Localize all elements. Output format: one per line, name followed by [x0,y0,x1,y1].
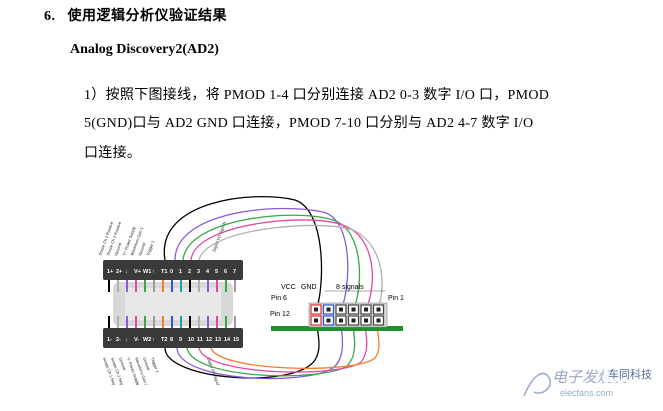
ad2-bottom-pin-label: W2 [143,337,151,343]
ad2-bottom-pin-label: T2 [161,337,167,343]
pmod-header: VCC GND 8 signals Pin 6 Pin 1 Pin 12 [270,284,404,331]
ad2-bottom-pin-label: ↓ [125,337,128,343]
section-number: 6. [44,9,56,24]
pmod-pin-contact [364,318,368,323]
pmod-pin-contact [376,307,381,312]
vcc-label: VCC [281,284,296,291]
pmod-pin-contact [351,307,356,312]
ad2-bottom-pin-label: 1- [107,337,112,343]
ad2-bottom-pin-label: 14 [224,337,231,343]
ad2-top-pin-label: ↑ [152,269,155,275]
ad2-top-pin-label: 3 [197,269,200,275]
svg-text:Ground: Ground [142,357,151,371]
pmod-pin-contact [364,307,368,312]
paragraph-line-1: 1）按照下图接线，将 PMOD 1-4 口分别连接 AD2 0-3 数字 I/O… [84,88,550,103]
pin1-label: Pin 1 [388,295,404,302]
watermark-logo-icon [523,372,551,397]
pmod-pin-contact [314,307,318,312]
pmod-pin-contact [339,307,343,312]
pin-stubs [108,280,236,328]
ad2-top-pin-label: T1 [161,269,167,275]
pmod-pin-contact [376,318,381,323]
ad2-bottom-pin-label: ↑ [152,337,155,343]
gnd-label: GND [301,284,317,291]
ad2-bottom-pin-label: V- [134,337,139,343]
ad2-bottom-pin-label: 9 [179,337,182,343]
section-title: 使用逻辑分析仪验证结果 [67,9,227,24]
ad2-bottom-pin-label: 10 [188,337,194,343]
pmod-pin-contact [326,318,331,323]
ad2-top-pin-label: 2+ [116,269,122,275]
pmod-pin-contact [314,318,318,323]
ad2-top-pin-label: 0 [170,269,173,275]
ad2-top-pin-label: 2 [188,269,191,275]
ad2-bottom-pin-label: 2- [116,337,121,343]
ad2-bottom-pin-label: 13 [215,337,221,343]
ad2-top-pin-label: 5 [215,269,218,275]
loop-wires [163,195,383,380]
ad2-bottom-pin-label: 8 [170,337,173,343]
svg-text:Ground: Ground [137,242,146,256]
ad2-top-pin-label: 7 [233,269,236,275]
ad2-top-pin-label: W1 [143,269,151,275]
signals-label: 8 signals [336,284,364,291]
ad2-top-pin-label: ↓ [125,269,128,275]
paragraph-line-3: 口连接。 [84,146,142,161]
svg-text:Trigger 1: Trigger 1 [145,239,155,256]
ad2-bottom-pin-label: 15 [233,337,239,343]
pin6-label: Pin 6 [271,295,287,302]
ad2-top-pin-label: 6 [224,269,227,275]
paragraph-line-2: 5(GND)口与 AD2 GND 口连接，PMOD 7-10 口分别与 AD2 … [84,116,534,131]
svg-text:Trigger 2: Trigger 2 [150,357,160,374]
ad2-top-pin-label: 4 [206,269,210,275]
section-heading: 6. 使用逻辑分析仪验证结果 [44,5,227,25]
watermark-sub: elecfans.com [560,388,613,398]
pin12-label: Pin 12 [270,311,290,318]
pmod-pin-contact [351,318,356,323]
watermark: 电子发烧友 elecfans.com 车同科技 [520,362,660,406]
ad2-top-pin-label: 1+ [107,269,113,275]
subsection-title: Analog Discovery2(AD2) [70,42,219,57]
pmod-pin-contact [339,318,343,323]
ad2-bottom-pin-label: 12 [206,337,212,343]
svg-text:Ground: Ground [113,242,122,256]
ad2-bottom-pin-label: 11 [197,337,203,343]
ad2-top-pin-label: 1 [179,269,182,275]
svg-text:Ground: Ground [118,357,127,371]
watermark-brand: 车同科技 [608,367,652,381]
ad2-top-pin-label: V+ [134,269,141,275]
pmod-pin-contact [326,307,331,312]
